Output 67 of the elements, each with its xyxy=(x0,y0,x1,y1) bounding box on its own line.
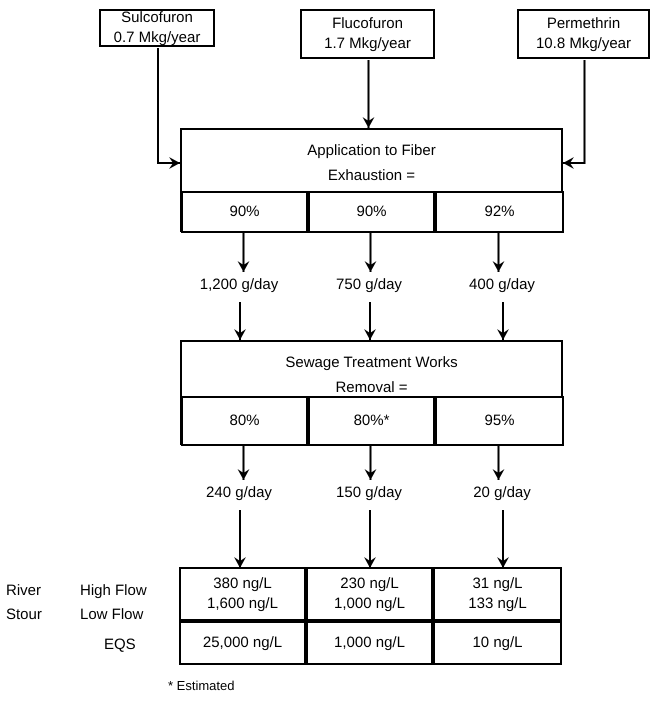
cell-text: 10.8 Mkg/year xyxy=(536,34,632,54)
arrow xyxy=(234,302,246,340)
cell-text: 80%* xyxy=(354,411,390,431)
cell-text: 380 ng/L xyxy=(213,574,272,594)
cell-text: 1,600 ng/L xyxy=(207,594,278,614)
cell-text: Sulcofuron xyxy=(121,8,193,28)
cell-text: 1,000 ng/L xyxy=(334,594,405,614)
cell-text: 133 ng/L xyxy=(468,594,527,614)
cell-text: 10 ng/L xyxy=(472,633,523,653)
table-cell xyxy=(179,567,306,621)
cell-text: 90% xyxy=(356,202,387,222)
arrow xyxy=(238,232,250,272)
table-cell xyxy=(181,396,308,446)
row-label: Stour xyxy=(6,605,42,625)
footnote: * Estimated xyxy=(168,677,234,695)
cell-text: 90% xyxy=(229,202,260,222)
box-heading: Sewage Treatment Works Removal = xyxy=(284,353,459,398)
arrow xyxy=(362,60,374,128)
cell-text: 0.7 Mkg/year xyxy=(114,28,200,48)
table-cell xyxy=(181,191,308,233)
arrow xyxy=(234,510,246,568)
flow-rate: 400 g/day xyxy=(469,275,535,295)
cell-text: 1.7 Mkg/year xyxy=(324,34,411,54)
table-cell xyxy=(306,621,433,665)
arrow xyxy=(492,232,504,272)
table-cell xyxy=(433,621,562,665)
arrow xyxy=(364,510,376,568)
cell-text: Permethrin xyxy=(546,14,620,34)
table-cell xyxy=(308,191,435,233)
input-box xyxy=(517,9,650,59)
cell-text: 230 ng/L xyxy=(340,574,399,594)
flow-rate: 150 g/day xyxy=(336,483,402,503)
row-label: River xyxy=(6,581,42,601)
box-heading: Application to Fiber Exhaustion = xyxy=(306,141,437,186)
cell-text: 92% xyxy=(484,202,515,222)
flow-rate: 20 g/day xyxy=(473,483,531,503)
arrow xyxy=(563,60,586,169)
table-cell xyxy=(179,621,306,665)
arrow xyxy=(364,232,376,272)
arrow xyxy=(238,445,250,480)
process-box xyxy=(180,128,563,232)
cell-text: 25,000 ng/L xyxy=(202,633,282,653)
cell-text: 80% xyxy=(229,411,260,431)
cell-text: 95% xyxy=(484,411,515,431)
table-cell xyxy=(308,396,435,446)
cell-text: Flucofuron xyxy=(332,14,403,34)
arrow xyxy=(497,510,509,568)
flow-rate: 240 g/day xyxy=(206,483,272,503)
input-box xyxy=(300,9,435,59)
row-label: EQS xyxy=(104,635,136,655)
table-cell xyxy=(433,567,562,621)
cell-text: 1,000 ng/L xyxy=(334,633,405,653)
input-box xyxy=(99,9,215,47)
arrow xyxy=(492,445,504,480)
table-cell xyxy=(435,191,564,233)
table-cell xyxy=(306,567,433,621)
process-box xyxy=(180,340,563,445)
arrow xyxy=(364,445,376,480)
arrow xyxy=(497,302,509,340)
table-cell xyxy=(435,396,564,446)
cell-text: 31 ng/L xyxy=(472,574,523,594)
arrow xyxy=(157,48,180,169)
row-label: High Flow xyxy=(80,581,147,601)
flow-rate: 750 g/day xyxy=(336,275,402,295)
row-label: Low Flow xyxy=(80,605,144,625)
flow-rate: 1,200 g/day xyxy=(200,275,278,295)
arrow xyxy=(364,302,376,340)
